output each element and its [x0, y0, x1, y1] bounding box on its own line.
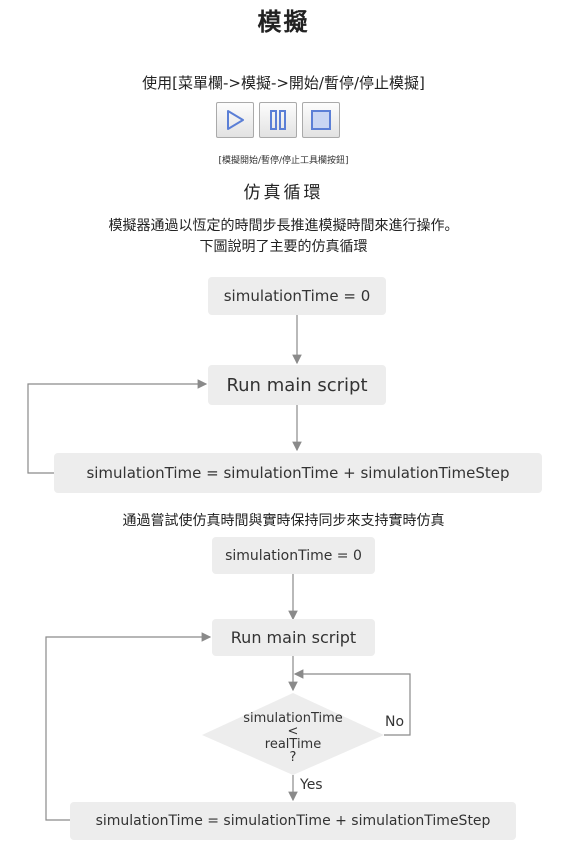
section-description: 模擬器通過以恆定的時間步長推進模擬時間來進行操作。 下圖說明了主要的仿真循環: [0, 216, 567, 258]
start-simulation-button[interactable]: [216, 102, 254, 138]
page-title: 模擬: [257, 7, 310, 36]
condition-diamond: [202, 693, 384, 775]
init-box: simulationTime = 0: [208, 277, 386, 315]
run-script-box-2: Run main script: [212, 619, 375, 656]
stop-icon: [311, 110, 331, 130]
pause-simulation-button[interactable]: [259, 102, 297, 138]
toolbar-caption: [模擬開始/暫停/停止工具欄按鈕]: [218, 156, 349, 166]
time-step-box: simulationTime = simulationTime + simula…: [54, 453, 542, 493]
condition-line-1: simulationTime: [243, 711, 343, 726]
pause-icon: [270, 110, 286, 130]
condition-text: simulationTime < realTime ?: [222, 712, 364, 764]
description-line-1: 模擬器通過以恆定的時間步長推進模擬時間來進行操作。: [108, 218, 459, 234]
no-label: No: [385, 714, 405, 730]
arrow-loop-back-1: [27, 379, 208, 474]
run-script-box: Run main script: [208, 365, 386, 405]
yes-label: Yes: [300, 777, 323, 793]
arrow-loop-back-2: [45, 632, 212, 821]
condition-line-3: realTime: [264, 737, 322, 752]
condition-line-4: ?: [289, 750, 297, 765]
condition-line-2: <: [287, 724, 299, 739]
arrow-no-branch: [293, 669, 411, 736]
time-step-box-2: simulationTime = simulationTime + simula…: [70, 802, 516, 840]
usage-text: 使用[菜單欄->模擬->開始/暫停/停止模擬]: [142, 74, 425, 92]
section-title: 仿真循環: [243, 183, 324, 203]
description-line-2: 下圖說明了主要的仿真循環: [199, 239, 368, 255]
play-icon: [227, 110, 244, 130]
simulation-toolbar: [216, 102, 340, 138]
init-box-2: simulationTime = 0: [212, 537, 375, 574]
stop-simulation-button[interactable]: [302, 102, 340, 138]
realtime-description: 通過嘗試使仿真時間與實時保持同步來支持實時仿真: [122, 513, 445, 529]
